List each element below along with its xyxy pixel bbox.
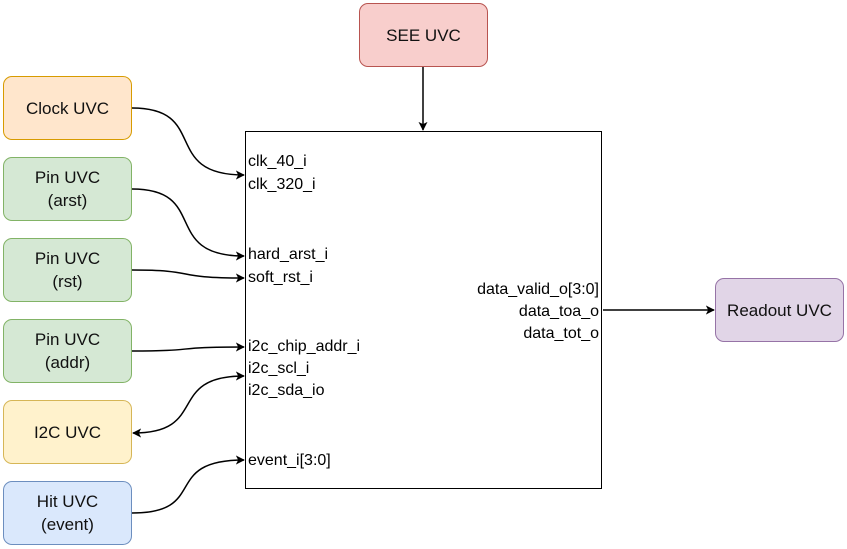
port-clk-40: clk_40_i — [248, 153, 307, 170]
port-event: event_i[3:0] — [248, 452, 331, 469]
pin-uvc-arst-subtitle: (arst) — [47, 191, 88, 210]
wire-rst-to-soft-rst — [131, 269, 245, 283]
readout-uvc-label: Readout UVC — [727, 300, 832, 320]
hit-uvc-subtitle: (event) — [41, 515, 94, 534]
port-hard-arst: hard_arst_i — [248, 246, 329, 263]
pin-uvc-arst-title: Pin UVC — [34, 168, 101, 187]
readout-uvc-block: Readout UVC — [715, 278, 844, 342]
port-i2c-sda: i2c_sda_io — [248, 382, 325, 399]
pin-uvc-arst-block: Pin UVC (arst) — [3, 157, 132, 221]
i2c-uvc-block: I2C UVC — [3, 400, 132, 464]
hit-uvc-block: Hit UVC (event) — [3, 481, 132, 545]
port-clk-320: clk_320_i — [248, 176, 316, 193]
port-data-tot: data_tot_o — [523, 325, 599, 342]
dut-block — [245, 131, 602, 489]
i2c-uvc-label: I2C UVC — [33, 422, 102, 442]
pin-uvc-rst-block: Pin UVC (rst) — [3, 238, 132, 302]
pin-uvc-rst-title: Pin UVC — [34, 249, 101, 268]
port-soft-rst: soft_rst_i — [248, 269, 313, 286]
clock-uvc-block: Clock UVC — [3, 76, 132, 140]
wire-hit-to-event — [131, 455, 245, 514]
port-data-valid: data_valid_o[3:0] — [477, 281, 599, 298]
pin-uvc-rst-subtitle: (rst) — [52, 272, 83, 291]
see-uvc-block: SEE UVC — [359, 3, 488, 67]
see-uvc-label: SEE UVC — [386, 25, 461, 45]
wire-arst-to-hard-arst — [131, 188, 245, 261]
port-i2c-scl: i2c_scl_i — [248, 360, 310, 377]
port-data-toa: data_toa_o — [518, 303, 599, 320]
port-i2c-chip-addr: i2c_chip_addr_i — [248, 338, 361, 355]
pin-uvc-addr-subtitle: (addr) — [44, 353, 91, 372]
pin-uvc-addr-block: Pin UVC (addr) — [3, 319, 132, 383]
wire-i2c-bidirectional — [132, 371, 245, 438]
pin-uvc-addr-title: Pin UVC — [34, 330, 101, 349]
wire-clock-to-clk40 — [131, 107, 245, 180]
hit-uvc-title: Hit UVC — [36, 492, 99, 511]
wire-addr-to-chip-addr — [131, 342, 245, 352]
clock-uvc-label: Clock UVC — [25, 98, 110, 118]
